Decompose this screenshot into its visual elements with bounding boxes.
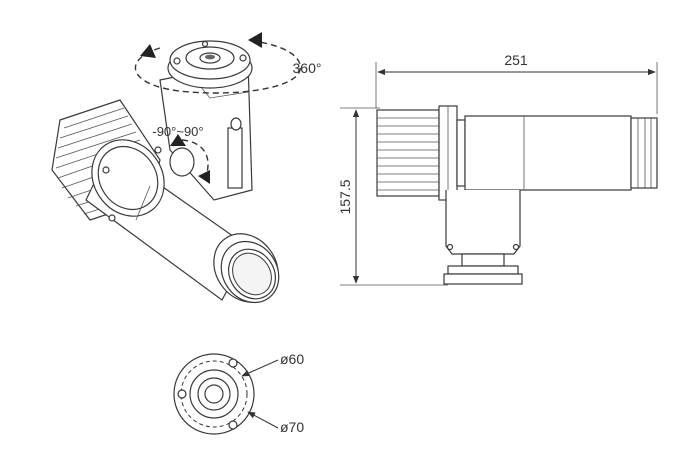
side-main-tube (464, 115, 632, 191)
bracket-label-window (227, 127, 243, 189)
outer-diameter-label: ø70 (280, 419, 304, 435)
mount-hole-left (177, 389, 187, 399)
tilt-pivot (169, 147, 195, 177)
tilt-arc (181, 139, 209, 177)
length-dimension-label: 251 (504, 52, 528, 68)
bracket-screw (230, 117, 242, 131)
side-base-plate (447, 265, 519, 275)
side-bracket (445, 190, 521, 255)
lamp-body (85, 139, 251, 301)
mount-hole-bottom (228, 420, 238, 430)
lens-front (213, 233, 280, 304)
side-lens-end (630, 117, 658, 189)
isometric-view: 360° -90°~90° (51, 32, 322, 304)
rotating-base (167, 40, 253, 89)
rotation-360-arrow-right (248, 32, 262, 48)
side-base-stem (461, 253, 505, 267)
height-dimension-label: 157.5 (337, 179, 353, 214)
mount-hole-top (228, 358, 238, 368)
inner-diameter-label: ø60 (280, 351, 304, 367)
rotation-360-arrow-left (140, 44, 156, 58)
bolt-circle (180, 360, 248, 428)
side-view: 251 157.5 (337, 52, 658, 286)
tilt-angle-label: -90°~90° (152, 124, 203, 139)
bottom-view: ø60 ø70 (173, 351, 304, 435)
side-heatsink (376, 109, 440, 197)
rotation-360-label: 360° (293, 60, 322, 76)
rotation-360-path (134, 41, 301, 94)
